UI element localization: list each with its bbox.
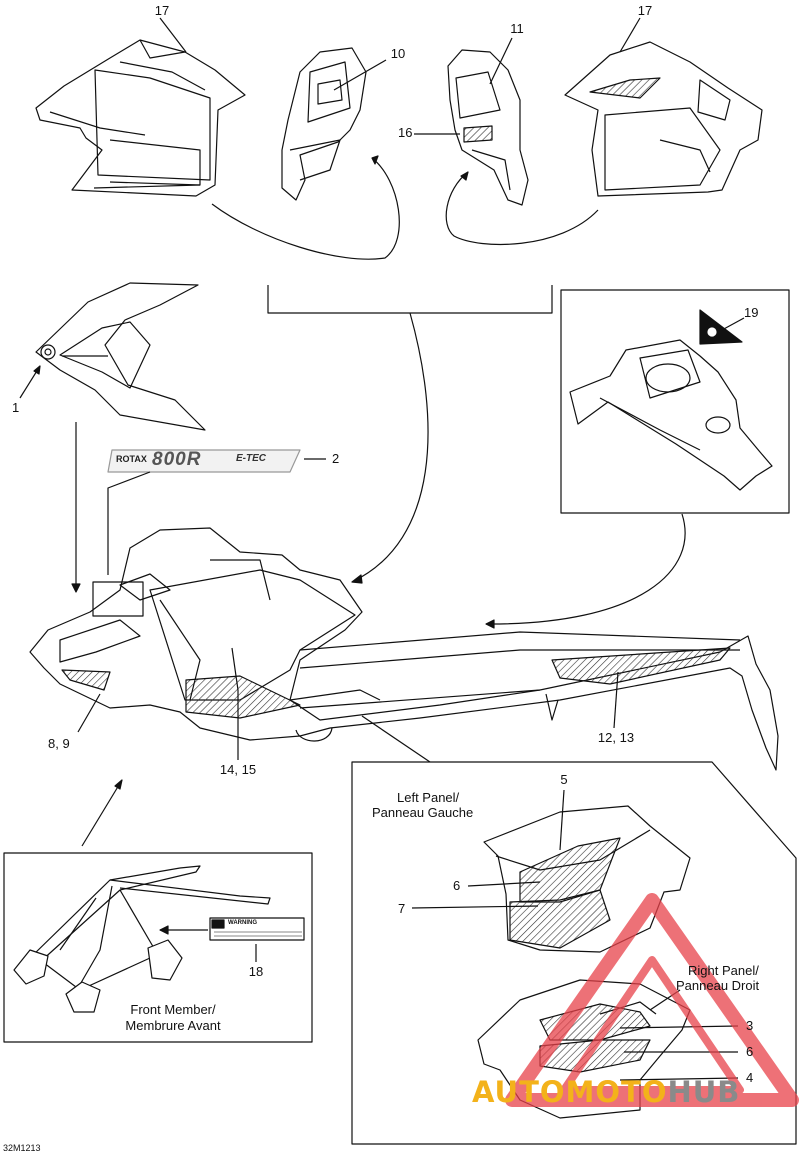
callout-2: 2 (332, 451, 340, 466)
callout-5: 5 (560, 772, 568, 787)
leader-4 (619, 1077, 739, 1081)
leader-17-right (619, 17, 641, 53)
callout-14-15: 14, 15 (219, 762, 257, 777)
callout-11: 11 (510, 21, 524, 36)
leader-19 (721, 317, 745, 331)
rotax-decal (107, 449, 301, 473)
dash-console (569, 309, 773, 491)
callout-16: 16 (398, 125, 413, 140)
leader-17-left (159, 17, 187, 53)
callout-19: 19 (744, 305, 759, 320)
watermark-text: AUTOMOTOHUB (472, 1075, 740, 1109)
decal-location-box (92, 581, 144, 617)
watermark-part1: AUTOMOTO (472, 1075, 668, 1109)
decal-etec-text: E-TEC (236, 453, 266, 464)
callout-17-left: 17 (154, 3, 170, 18)
arrow-bracket-down (351, 312, 429, 583)
callout-6-left: 6 (453, 878, 461, 893)
group-bracket (267, 285, 553, 314)
leader-11 (489, 37, 513, 85)
callout-8-9: 8, 9 (48, 736, 70, 751)
warning-label-text: WARNING (228, 920, 257, 926)
upper-left-side-panel (35, 39, 246, 197)
watermark-part2: HUB (667, 1075, 741, 1109)
leader-7 (411, 905, 539, 909)
front-member-frame (13, 865, 305, 1013)
left-panel-label-fr: Panneau Gauche (372, 805, 474, 820)
callout-17-right: 17 (637, 3, 653, 18)
upper-right-side-panel (564, 41, 763, 197)
right-panel-label-fr: Panneau Droit (676, 978, 760, 993)
arrow-front-member-up (81, 779, 123, 847)
decal-rotax-text: ROTAX (116, 454, 147, 464)
leader-14-15b (231, 647, 239, 691)
callout-10: 10 (390, 46, 406, 61)
front-member-label-fr: Membrure Avant (125, 1018, 221, 1033)
leader-6-left (467, 881, 541, 887)
left-inner-panel (281, 47, 367, 201)
right-panel-label-en: Right Panel/ (688, 963, 759, 978)
callout-3: 3 (746, 1018, 754, 1033)
arrow-curve-left (211, 157, 400, 260)
watermark-logo (505, 893, 799, 1107)
callout-12-13: 12, 13 (597, 730, 635, 745)
callout-18: 18 (248, 964, 264, 979)
snowmobile-body (29, 527, 779, 771)
hood-nose-piece (35, 282, 206, 431)
leader-2-down (107, 471, 151, 575)
callout-1: 1 (12, 400, 20, 415)
arrow-box19 (485, 513, 686, 625)
right-inner-panel (447, 49, 529, 206)
callout-6-right: 6 (746, 1044, 754, 1059)
callout-7: 7 (398, 901, 406, 916)
diagram-code: 32M1213 (3, 1143, 41, 1153)
leader-8-9 (77, 693, 101, 733)
front-member-label-en: Front Member/ (130, 1002, 216, 1017)
decal-model-text: 800R (152, 449, 202, 470)
left-panel-label-en: Left Panel/ (397, 790, 460, 805)
arrow-curve-right (445, 171, 599, 246)
leader-10 (333, 59, 387, 91)
leader-to-panel-box (361, 715, 431, 763)
callout-4: 4 (746, 1070, 754, 1085)
leader-3 (619, 1025, 739, 1029)
leader-12-13 (613, 671, 619, 729)
leader-5 (559, 789, 565, 851)
